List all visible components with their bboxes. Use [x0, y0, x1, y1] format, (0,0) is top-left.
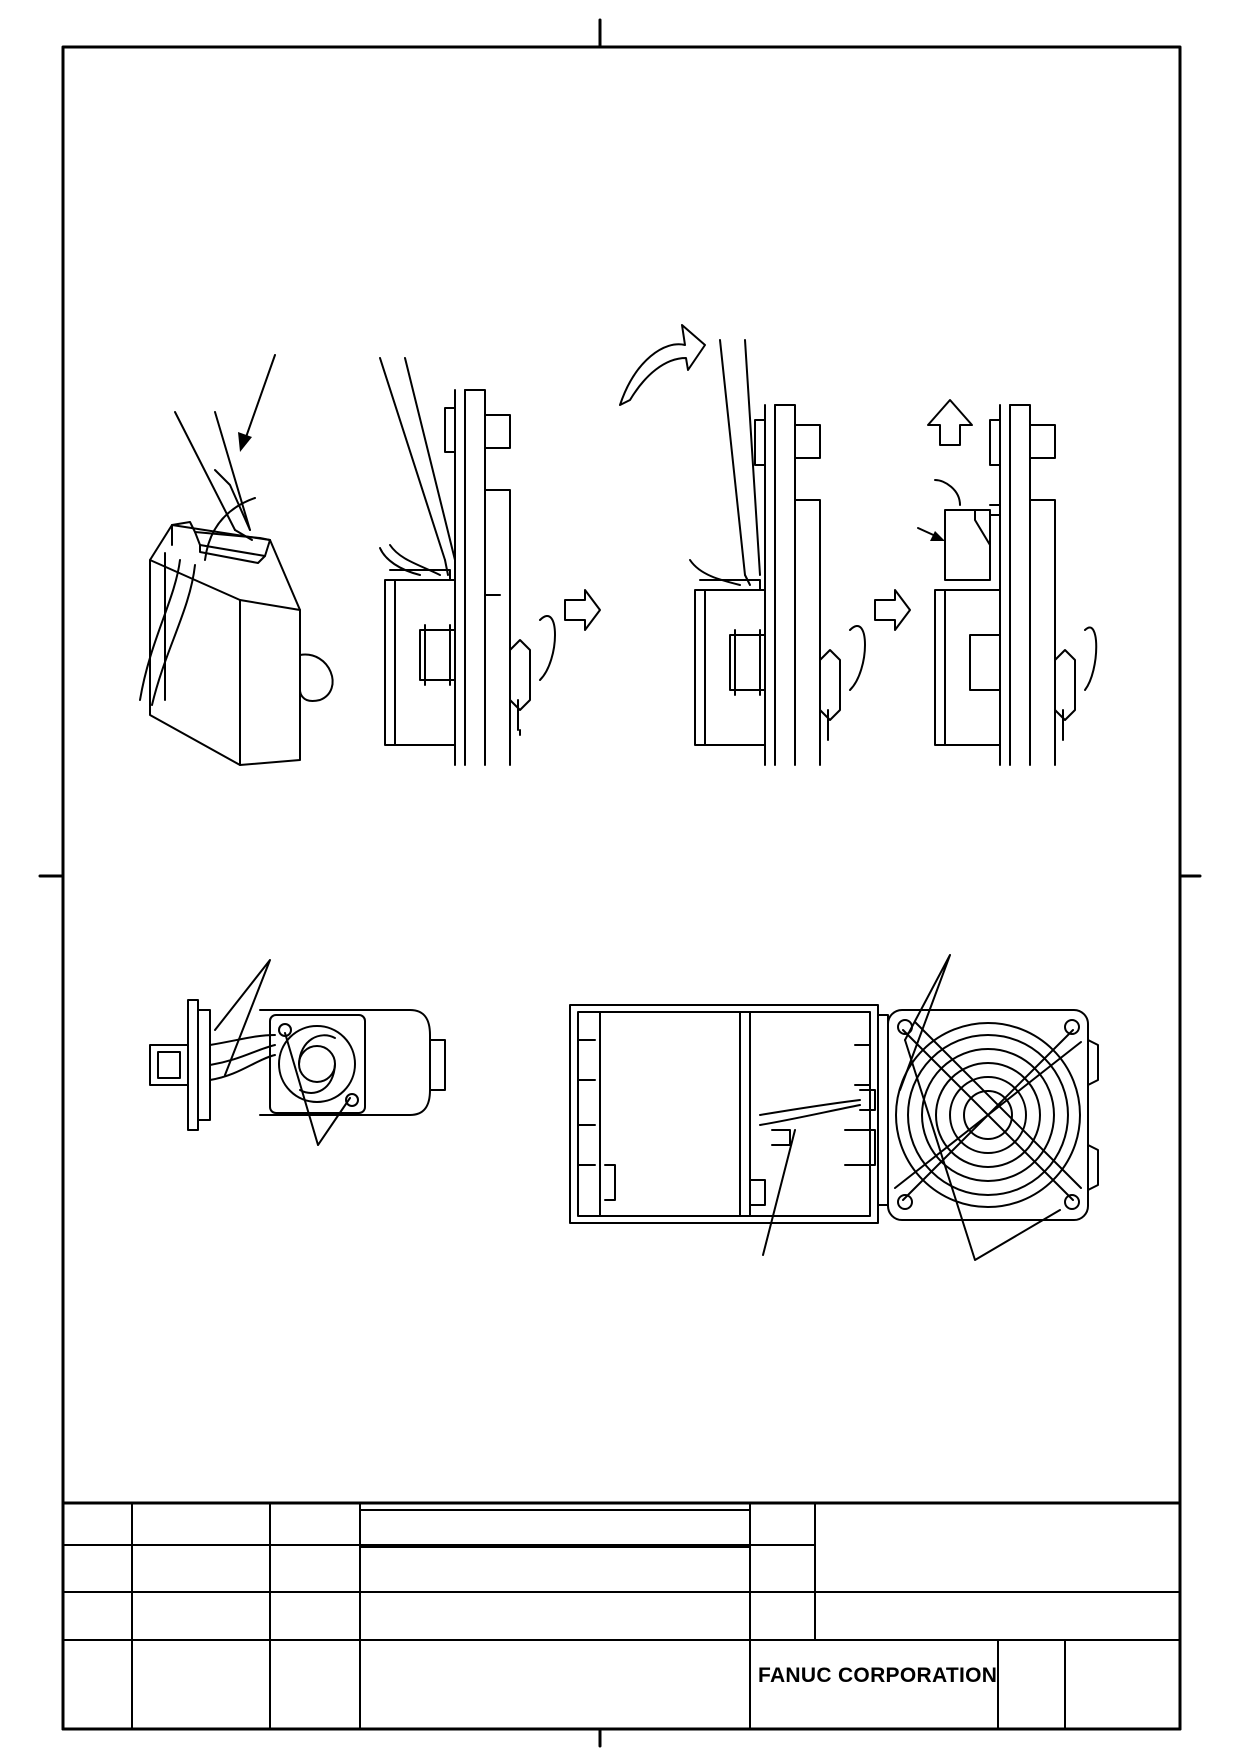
step4-pointer-arrowhead — [930, 531, 945, 541]
title-block — [61, 1501, 1182, 1731]
large-fan-unit — [569, 954, 1099, 1261]
step2-side-view — [379, 357, 556, 766]
step4-side-view — [917, 399, 1098, 766]
small-fan-unit — [149, 959, 446, 1146]
step-arrow-1 — [564, 589, 601, 631]
step3-side-view — [689, 339, 866, 766]
step-arrow-2 — [874, 589, 911, 631]
rotate-arrow — [619, 324, 706, 406]
step1-pointer-arrowhead — [238, 432, 252, 452]
step1-connector-isometric — [139, 354, 334, 766]
company-name: FANUC CORPORATION — [758, 1664, 998, 1687]
sheet-border — [38, 18, 1202, 1748]
